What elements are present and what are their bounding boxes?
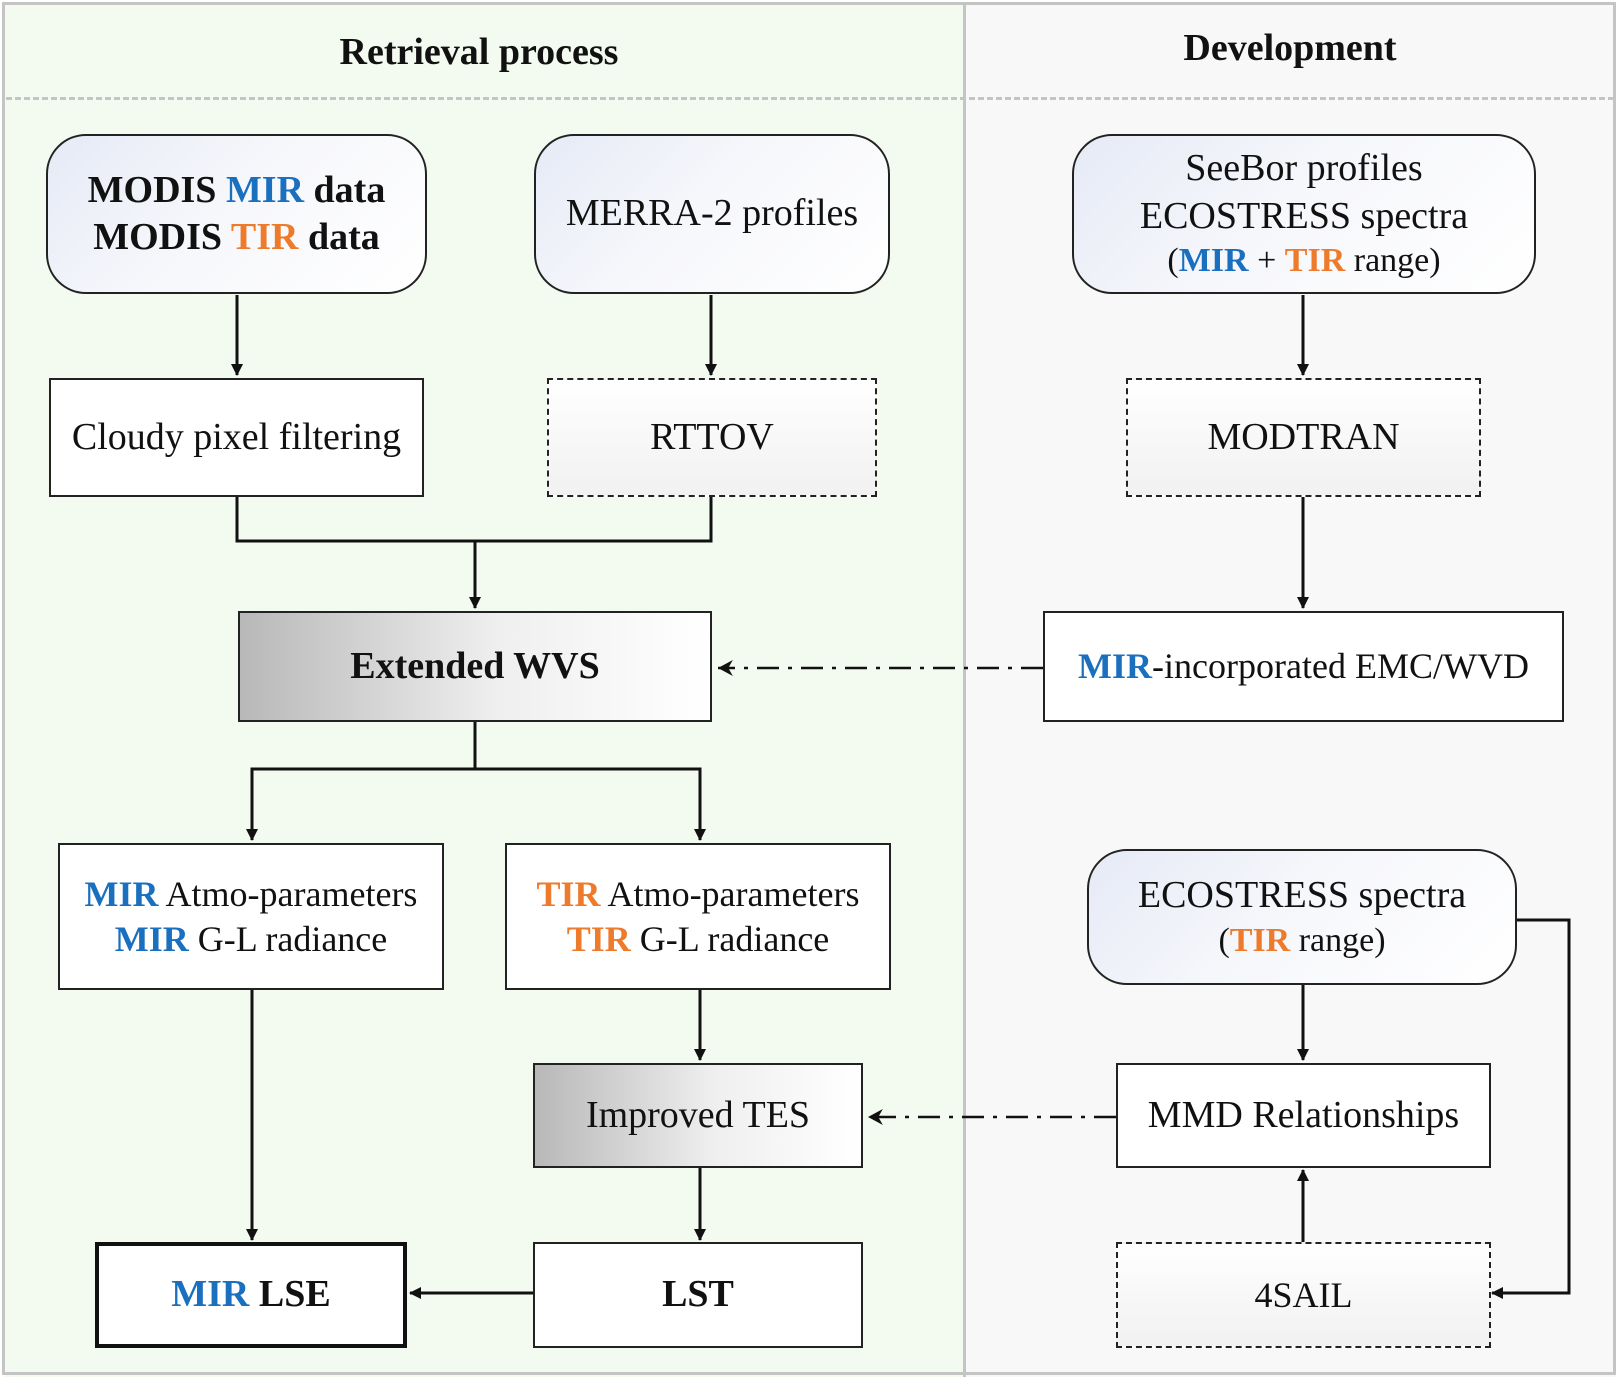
development-heading: Development xyxy=(1183,27,1397,69)
improved-tes-node: Improved TES xyxy=(533,1063,863,1168)
mir-highlight: MIR xyxy=(225,168,305,211)
tir-gl-line: TIR G-L radiance xyxy=(567,917,830,962)
edge-wvs-split xyxy=(246,722,477,841)
tir-highlight: TIR xyxy=(230,216,299,258)
ecostress-line: ECOSTRESS spectra xyxy=(1139,194,1469,237)
tir-highlight: TIR xyxy=(566,918,631,959)
mir-emc-wvd-node: MIR-incorporated EMC/WVD xyxy=(1043,611,1564,722)
mir-lse-node: MIR LSE xyxy=(95,1242,407,1348)
tir-atmo-node: TIR Atmo-parameters TIR G-L radiance xyxy=(505,843,891,990)
modis-data-node: MODIS MIR data MODIS TIR data xyxy=(46,134,427,294)
modis-prefix: MODIS xyxy=(93,216,231,258)
merra-label: MERRA-2 profiles xyxy=(565,192,859,235)
modis-suffix: data xyxy=(304,168,386,211)
tir-highlight: TIR xyxy=(536,873,601,914)
gl-text: G-L radiance xyxy=(630,918,830,959)
ecostress-tir-node: ECOSTRESS spectra (TIR range) xyxy=(1087,849,1517,985)
mir-atmo-node: MIR Atmo-parameters MIR G-L radiance xyxy=(58,843,444,990)
panel-divider xyxy=(963,4,966,1377)
mir-highlight: MIR xyxy=(84,873,159,914)
range-plus: + xyxy=(1248,242,1285,280)
modtran-label: MODTRAN xyxy=(1207,415,1400,458)
mir-highlight: MIR xyxy=(171,1273,250,1316)
edge-wvs-to-tir xyxy=(475,767,706,841)
mmd-label: MMD Relationships xyxy=(1147,1093,1460,1136)
ecostress-line: ECOSTRESS spectra xyxy=(1137,874,1467,916)
cloudy-label: Cloudy pixel filtering xyxy=(71,415,402,458)
atmo-text: Atmo-parameters xyxy=(158,873,418,914)
gl-text: G-L radiance xyxy=(188,918,388,959)
edge-cloudy-rttov-merge xyxy=(235,497,713,543)
mir-highlight: MIR xyxy=(114,918,189,959)
mmd-relationships-node: MMD Relationships xyxy=(1116,1063,1491,1168)
lse-text: LSE xyxy=(249,1273,331,1316)
mir-highlight: MIR xyxy=(1178,242,1249,280)
seebor-ecostress-node: SeeBor profiles ECOSTRESS spectra (MIR +… xyxy=(1072,134,1536,294)
range-line: (TIR range) xyxy=(1218,920,1385,963)
rttov-node: RTTOV xyxy=(547,378,877,497)
sail-label: 4SAIL xyxy=(1254,1274,1353,1315)
modis-mir-line: MODIS MIR data xyxy=(88,167,386,215)
mir-atmo-line: MIR Atmo-parameters xyxy=(85,872,418,917)
lst-node: LST xyxy=(533,1242,863,1348)
lst-label: LST xyxy=(662,1273,734,1316)
wvs-label: Extended WVS xyxy=(350,644,600,687)
edge-ecostress-to-sail xyxy=(1491,918,1571,1299)
range-paren: ( xyxy=(1218,921,1230,959)
modtran-node: MODTRAN xyxy=(1126,378,1481,497)
tir-atmo-line: TIR Atmo-parameters xyxy=(537,872,860,917)
extended-wvs-node: Extended WVS xyxy=(238,611,712,722)
seebor-line: SeeBor profiles xyxy=(1185,147,1423,190)
4sail-node: 4SAIL xyxy=(1116,1242,1491,1348)
retrieval-heading: Retrieval process xyxy=(339,31,619,73)
range-paren: ( xyxy=(1167,242,1179,280)
range-suffix: range) xyxy=(1290,921,1386,959)
tir-highlight: TIR xyxy=(1229,921,1291,959)
rttov-label: RTTOV xyxy=(650,415,774,458)
modis-tir-line: MODIS TIR data xyxy=(93,214,379,262)
lse-label: MIR LSE xyxy=(171,1271,330,1319)
modis-prefix: MODIS xyxy=(87,168,226,211)
emc-label: MIR-incorporated EMC/WVD xyxy=(1078,644,1529,689)
header-divider xyxy=(6,97,1614,100)
emc-rest: -incorporated EMC/WVD xyxy=(1152,646,1529,686)
range-suffix: range) xyxy=(1345,242,1441,280)
merra-profiles-node: MERRA-2 profiles xyxy=(534,134,890,294)
range-line: (MIR + TIR range) xyxy=(1167,240,1440,283)
cloudy-pixel-filtering-node: Cloudy pixel filtering xyxy=(49,378,424,497)
tes-label: Improved TES xyxy=(585,1093,811,1136)
mir-gl-line: MIR G-L radiance xyxy=(115,917,388,962)
tir-highlight: TIR xyxy=(1284,242,1346,280)
modis-suffix: data xyxy=(298,216,380,258)
mir-highlight: MIR xyxy=(1078,646,1153,686)
atmo-text: Atmo-parameters xyxy=(600,873,860,914)
